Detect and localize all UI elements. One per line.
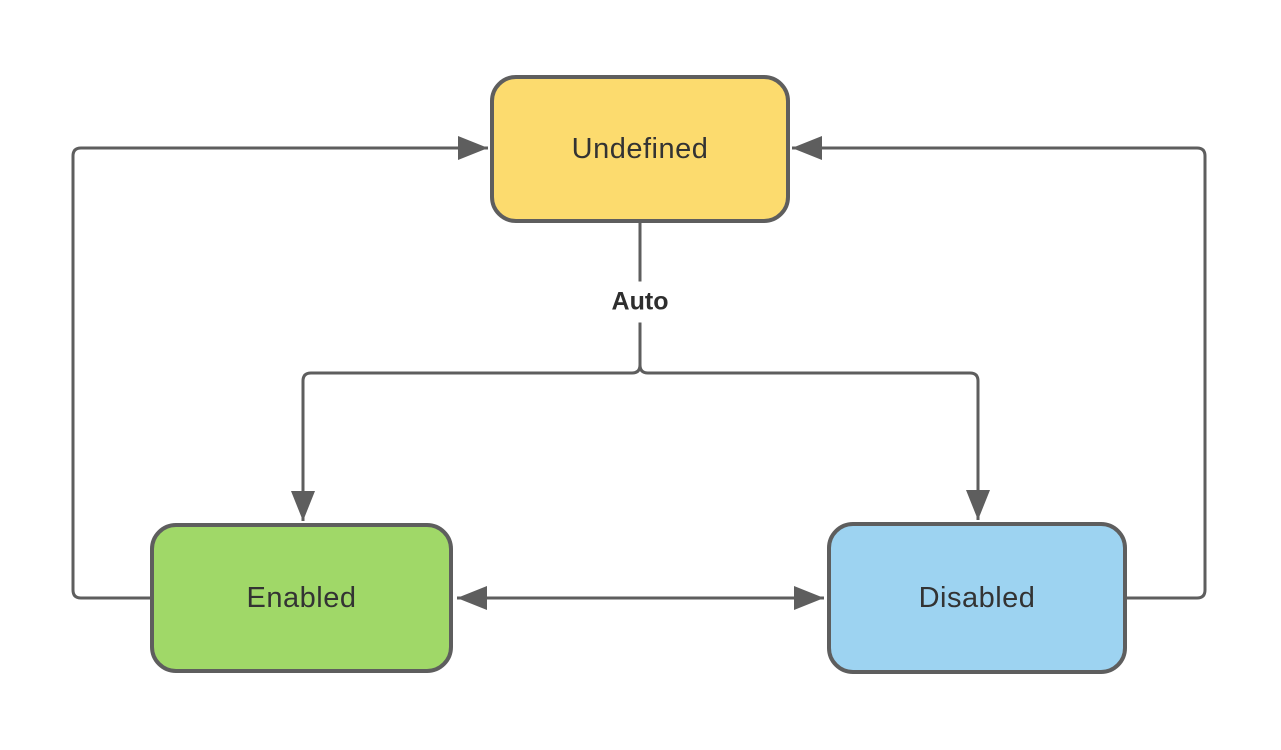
node-undefined[interactable]: Undefined	[490, 75, 790, 223]
edge-label-auto: Auto	[599, 281, 681, 323]
edge-enabled-to-undefined	[71, 136, 488, 600]
node-disabled[interactable]: Disabled	[827, 522, 1127, 674]
node-undefined-label: Undefined	[571, 132, 709, 165]
node-enabled[interactable]: Enabled	[150, 523, 453, 673]
node-enabled-label: Enabled	[246, 581, 357, 614]
edge-disabled-to-undefined	[792, 136, 1207, 600]
node-disabled-label: Disabled	[918, 581, 1036, 614]
edge-undefined-to-disabled	[638, 223, 990, 520]
edge-undefined-to-enabled	[291, 223, 642, 521]
